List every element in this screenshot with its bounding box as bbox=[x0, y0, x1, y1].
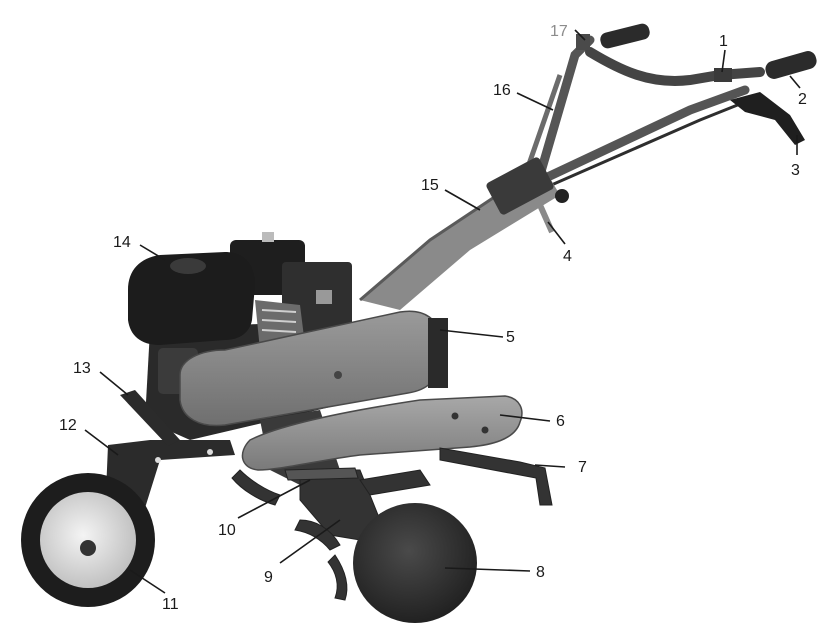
callout-13: 13 bbox=[73, 360, 91, 377]
throttle-control bbox=[714, 68, 732, 82]
callout-4: 4 bbox=[563, 248, 572, 265]
callout-14: 14 bbox=[113, 234, 131, 251]
callout-1: 1 bbox=[719, 33, 728, 50]
callout-11: 11 bbox=[162, 596, 179, 613]
protective-disc bbox=[353, 503, 477, 623]
callout-15: 15 bbox=[421, 177, 439, 194]
callout-8: 8 bbox=[536, 564, 545, 581]
left-grip bbox=[600, 23, 650, 49]
stand-lever bbox=[120, 390, 180, 446]
callout-2: 2 bbox=[798, 91, 807, 108]
callout-12: 12 bbox=[59, 417, 77, 434]
gear-lever bbox=[537, 203, 555, 234]
leader-lines bbox=[84, 29, 801, 594]
fuel-tank bbox=[128, 252, 255, 345]
callout-9: 9 bbox=[264, 569, 273, 586]
stop-switch bbox=[576, 34, 590, 50]
depth-bracket bbox=[428, 318, 448, 388]
callout-16: 16 bbox=[493, 82, 511, 99]
callout-5: 5 bbox=[506, 329, 515, 346]
callout-3: 3 bbox=[791, 162, 800, 179]
callout-labels: 1 2 3 4 5 6 7 8 9 10 11 12 13 14 15 16 1… bbox=[59, 23, 807, 613]
clutch-lever bbox=[730, 92, 805, 145]
frame-column bbox=[359, 157, 569, 310]
tiller-tines bbox=[231, 447, 553, 601]
callout-10: 10 bbox=[218, 522, 236, 539]
callout-6: 6 bbox=[556, 413, 565, 430]
handlebar bbox=[515, 23, 817, 195]
handle-clamp bbox=[486, 157, 554, 215]
gear-knob bbox=[555, 189, 569, 203]
right-grip bbox=[765, 51, 817, 79]
callout-17: 17 bbox=[550, 23, 568, 40]
transport-wheel-assembly bbox=[21, 390, 235, 607]
callout-7: 7 bbox=[578, 459, 587, 476]
